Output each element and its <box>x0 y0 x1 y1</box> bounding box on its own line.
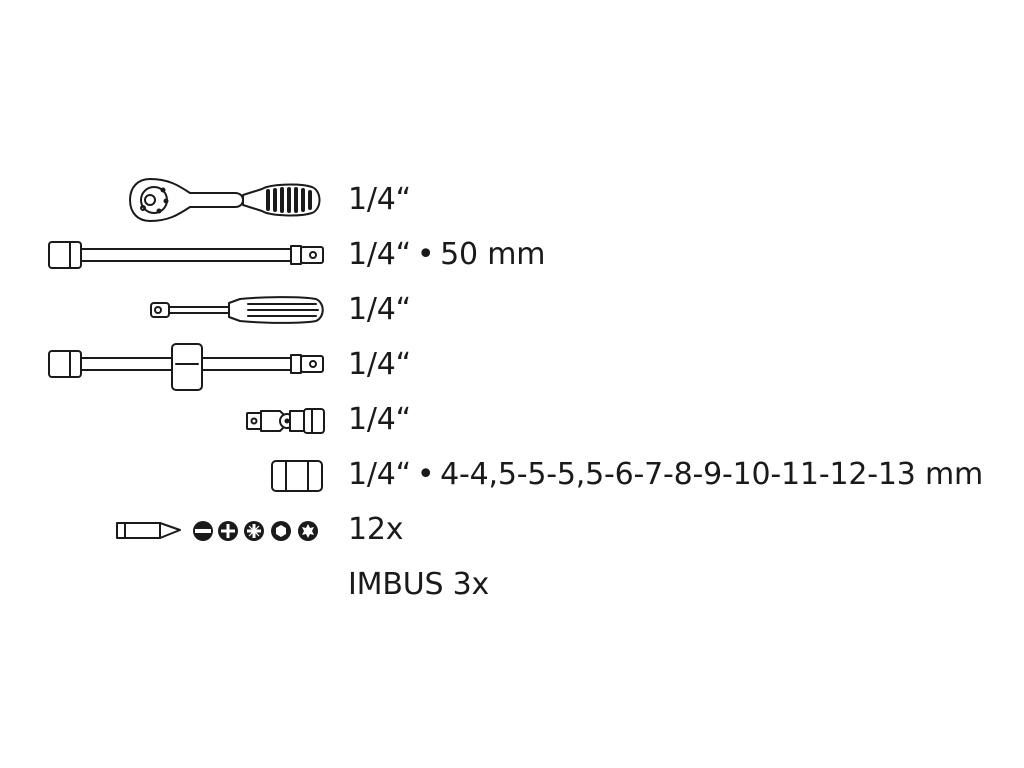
list-item: 1/4“ <box>0 175 1024 225</box>
item-label: IMBUS 3x <box>348 567 490 602</box>
item-label: 1/4“ <box>348 402 412 437</box>
item-label: 12x <box>348 512 404 547</box>
item-label: 1/4“ <box>348 347 412 382</box>
t-handle-icon <box>48 343 324 391</box>
list-item: 1/4“ <box>0 340 1024 391</box>
slotted-bit-icon <box>193 521 213 541</box>
ratchet-icon <box>129 178 321 222</box>
item-label: 1/4“ <box>348 292 412 327</box>
item-label: 1/4“ <box>348 182 412 217</box>
torx-bit-icon <box>298 521 318 541</box>
bits-icon <box>116 521 318 541</box>
list-item: 1/4“ <box>0 285 1024 335</box>
list-item: 1/4“ • 50 mm <box>0 230 1024 280</box>
pozidriv-bit-icon <box>244 521 264 541</box>
list-item: IMBUS 3x <box>0 560 1024 610</box>
screwdriver-handle-icon <box>150 296 324 324</box>
item-label: 1/4“ • 4-4,5-5-5,5-6-7-8-9-10-11-12-13 m… <box>348 457 983 492</box>
item-label: 1/4“ • 50 mm <box>348 237 546 272</box>
phillips-bit-icon <box>218 521 238 541</box>
list-item: 1/4“ <box>0 395 1024 445</box>
universal-joint-icon <box>246 408 325 434</box>
socket-icon <box>271 460 323 492</box>
list-item: 12x <box>0 505 1024 555</box>
hex-bit-icon <box>271 521 291 541</box>
list-item: 1/4“ • 4-4,5-5-5,5-6-7-8-9-10-11-12-13 m… <box>0 450 1024 500</box>
extension-bar-icon <box>48 241 324 269</box>
